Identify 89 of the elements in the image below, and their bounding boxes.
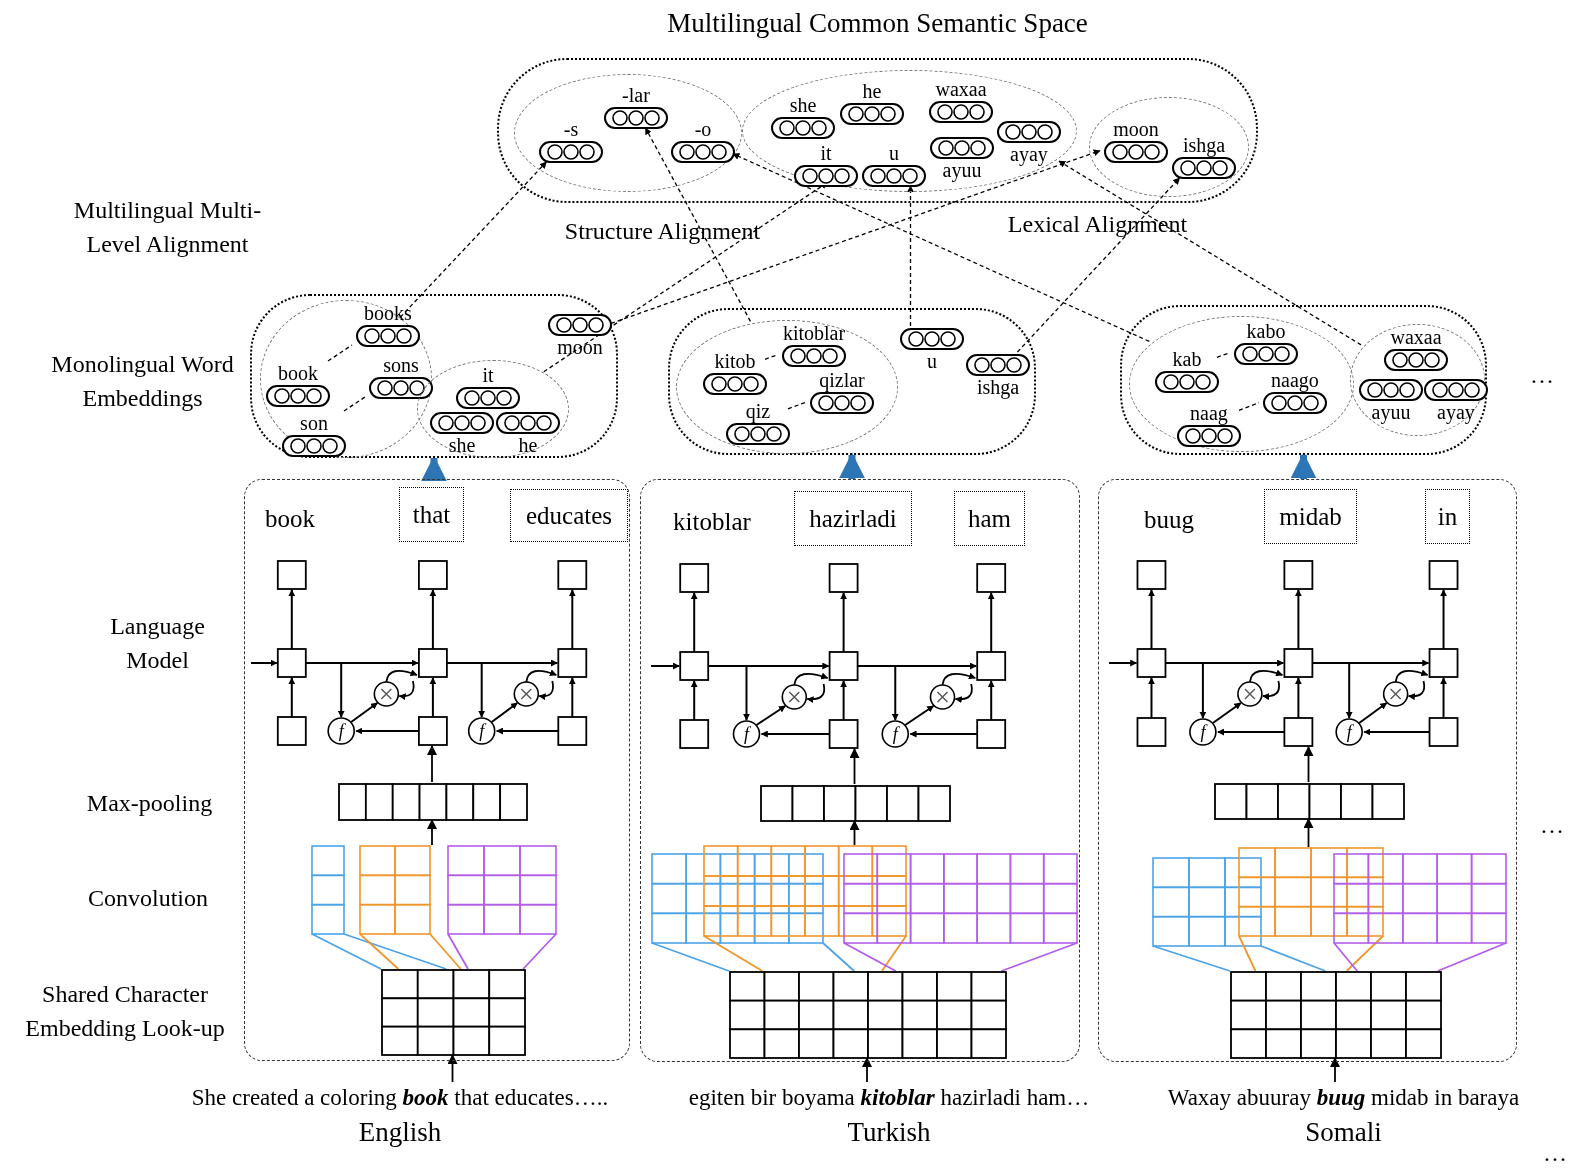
embedding-group-outline bbox=[250, 294, 618, 458]
word-label: ayuu bbox=[941, 160, 983, 180]
word-label: naag bbox=[1189, 403, 1229, 423]
connector-line bbox=[327, 344, 353, 362]
connector-line bbox=[787, 401, 807, 410]
word-label: moon bbox=[556, 337, 604, 357]
output-word: book bbox=[257, 501, 323, 537]
word-label: ayuu bbox=[1370, 402, 1412, 422]
group-title: Multilingual Common Semantic Space bbox=[666, 7, 1089, 40]
arrow bbox=[1016, 177, 1181, 353]
arrow bbox=[399, 161, 547, 318]
input-sentence: She created a coloring book that educates….. bbox=[190, 1084, 610, 1112]
row-label: Language Model bbox=[109, 612, 206, 675]
arrow bbox=[1330, 1057, 1340, 1083]
word-label: moon bbox=[1112, 119, 1160, 139]
ellipsis: … bbox=[1542, 1139, 1568, 1168]
word-label: u bbox=[888, 143, 900, 163]
output-word: midab bbox=[1264, 489, 1357, 544]
word-label: kitob bbox=[713, 351, 757, 371]
arrow bbox=[849, 820, 860, 846]
lstm-network-drawing: f f bbox=[1109, 546, 1463, 748]
row-label: Convolution bbox=[87, 884, 209, 913]
word-label: it bbox=[481, 365, 495, 385]
word-label: kab bbox=[1171, 349, 1203, 369]
row-label: Multilingual Multi-Level Alignment bbox=[72, 196, 263, 259]
word-label: ishga bbox=[1181, 135, 1227, 155]
language-name: English bbox=[357, 1116, 443, 1149]
word-label: ishga bbox=[975, 377, 1021, 397]
word-label: he bbox=[517, 435, 539, 455]
language-panel bbox=[1098, 479, 1517, 1062]
word-label: she bbox=[447, 435, 477, 455]
arrow bbox=[644, 127, 752, 322]
word-label: waxaa bbox=[934, 79, 988, 99]
ellipsis: … bbox=[1539, 811, 1565, 840]
thick-arrow bbox=[839, 452, 865, 479]
arrow bbox=[427, 819, 437, 846]
word-label: -lar bbox=[621, 85, 651, 105]
arrow bbox=[447, 1054, 458, 1083]
arrow bbox=[849, 748, 860, 785]
word-label: she bbox=[788, 95, 818, 115]
word-label: waxaa bbox=[1389, 327, 1443, 347]
ellipsis: … bbox=[1529, 361, 1555, 390]
input-sentence: Waxay abuuray buug midab in baraya bbox=[1166, 1084, 1521, 1112]
output-word: in bbox=[1425, 489, 1470, 544]
word-label: son bbox=[299, 413, 329, 433]
word-label: it bbox=[819, 143, 833, 163]
embedding-group-outline bbox=[1120, 305, 1487, 455]
connector-line bbox=[343, 396, 366, 412]
arrow bbox=[1303, 746, 1314, 783]
row-label: Max-pooling bbox=[85, 789, 214, 818]
connector-line bbox=[1238, 402, 1260, 411]
word-label: ayay bbox=[1436, 402, 1476, 422]
word-label: sons bbox=[382, 355, 420, 375]
language-panel bbox=[640, 479, 1080, 1062]
alignment-label: Lexical Alignment bbox=[1006, 210, 1189, 239]
arrow bbox=[862, 1057, 872, 1083]
thick-arrow bbox=[421, 455, 447, 482]
word-label: kitoblar bbox=[781, 323, 847, 343]
arrow bbox=[427, 745, 437, 783]
row-label: Shared Character Embedding Look-up bbox=[24, 980, 226, 1043]
word-label: -o bbox=[693, 119, 713, 139]
embedding-group-outline bbox=[668, 308, 1036, 455]
output-word: kitoblar bbox=[663, 503, 761, 541]
row-label: Monolingual Word Embeddings bbox=[50, 350, 235, 413]
arrow bbox=[907, 185, 914, 327]
word-label: ayay bbox=[1009, 144, 1049, 164]
output-word: that bbox=[399, 487, 464, 542]
word-label: u bbox=[926, 351, 938, 371]
output-word: ham bbox=[954, 491, 1025, 546]
arrow bbox=[1303, 818, 1314, 848]
word-label: -s bbox=[562, 119, 580, 139]
language-name: Somali bbox=[1304, 1116, 1383, 1149]
language-panel bbox=[244, 479, 630, 1061]
arrow bbox=[1058, 160, 1362, 346]
language-name: Turkish bbox=[846, 1116, 932, 1149]
word-label: he bbox=[861, 81, 883, 101]
word-label: qiz bbox=[744, 401, 772, 421]
thick-arrow bbox=[1290, 452, 1317, 479]
lstm-network-drawing: f f bbox=[251, 546, 591, 747]
output-word: buug bbox=[1136, 501, 1202, 538]
lstm-network-drawing: f f bbox=[651, 549, 1011, 750]
word-label: books bbox=[363, 303, 413, 323]
word-label: naago bbox=[1270, 370, 1320, 390]
word-label: qizlar bbox=[818, 370, 866, 390]
word-label: kabo bbox=[1245, 321, 1287, 341]
output-word: educates bbox=[510, 489, 628, 542]
input-sentence: egiten bir boyama kitoblar hazirladi ham… bbox=[687, 1084, 1091, 1112]
output-word: hazirladi bbox=[794, 491, 912, 546]
word-label: book bbox=[277, 363, 319, 383]
